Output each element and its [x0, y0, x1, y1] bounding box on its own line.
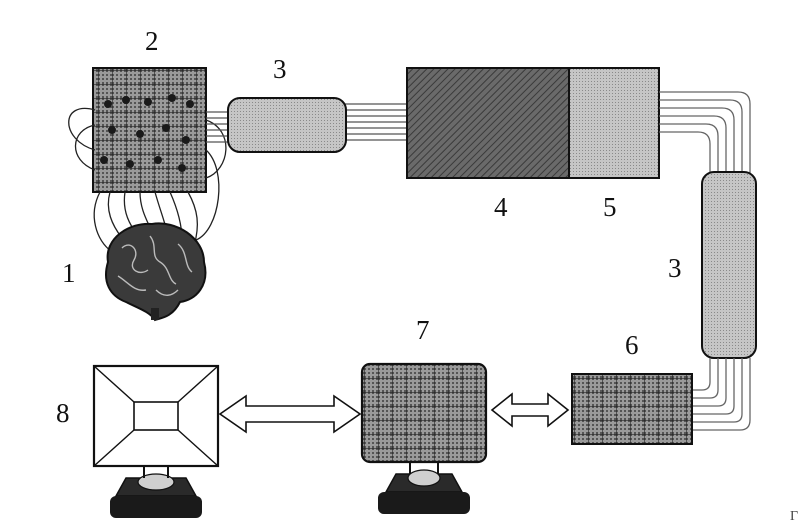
brain: [105, 222, 207, 322]
label-electrode-array: 2: [145, 26, 159, 56]
label-cable-right: 3: [668, 253, 682, 283]
label-cable-top: 3: [273, 54, 287, 84]
label-interface-board: 6: [625, 330, 639, 360]
label-monitor: 8: [56, 398, 70, 428]
cable-bend: [659, 91, 751, 178]
label-processor: 7: [416, 315, 430, 345]
interface-board: [571, 373, 693, 445]
label-amplifier: 4: [494, 192, 508, 222]
edge-mark: Г: [790, 509, 798, 524]
label-converter: 5: [603, 192, 617, 222]
cable-right: [692, 171, 757, 431]
converter-block: [568, 67, 660, 179]
cable-top: [206, 97, 408, 153]
processor: [360, 362, 488, 514]
double-arrow-right: [490, 392, 570, 428]
monitor: [92, 364, 220, 518]
label-brain: 1: [62, 258, 76, 288]
electrode-array: [68, 67, 227, 241]
amplifier-block: [406, 67, 570, 179]
double-arrow-left: [218, 394, 362, 434]
